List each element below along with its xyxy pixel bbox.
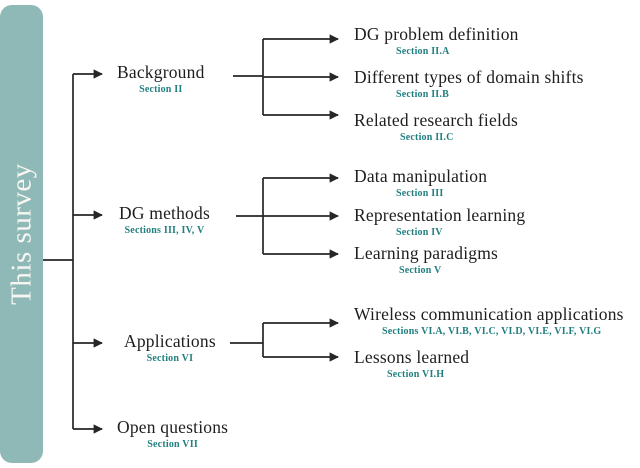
node-label: Learning paradigms — [354, 243, 499, 263]
section-ref: Section III — [396, 188, 444, 199]
node-label: Open questions — [117, 417, 229, 437]
section-ref: Section VII — [147, 439, 198, 450]
tree-node-applications: Applications Section VI — [124, 331, 216, 364]
section-ref: Section IV — [396, 227, 443, 238]
section-ref: Section V — [399, 265, 442, 276]
node-label: Lessons learned — [354, 347, 470, 367]
section-ref: Section VI — [146, 353, 194, 364]
tree-node-dg-methods: DG methods Sections III, IV, V — [119, 203, 210, 236]
section-ref: Section II — [139, 84, 183, 95]
node-label: Data manipulation — [354, 166, 488, 186]
section-ref: Section II.B — [396, 89, 449, 100]
node-label: Representation learning — [354, 205, 526, 225]
tree-node-dg-problem-definition: DG problem definition Section II.A — [354, 24, 519, 57]
section-ref: Section II.A — [396, 46, 450, 57]
node-label: Applications — [124, 331, 216, 351]
node-label: DG problem definition — [354, 24, 519, 44]
root-bar-title: This survey — [5, 163, 37, 305]
tree-node-learning-paradigms: Learning paradigms Section V — [354, 243, 498, 276]
tree-node-data-manipulation: Data manipulation Section III — [354, 166, 487, 199]
tree-node-background: Background Section II — [117, 62, 205, 95]
tree-node-domain-shifts: Different types of domain shifts Section… — [354, 67, 584, 100]
section-ref: Section II.C — [400, 132, 454, 143]
node-label: DG methods — [119, 203, 210, 223]
node-label: Different types of domain shifts — [354, 67, 584, 87]
section-ref: Sections III, IV, V — [124, 225, 205, 236]
tree-node-open-questions: Open questions Section VII — [117, 417, 228, 450]
tree-node-related-fields: Related research fields Section II.C — [354, 110, 518, 143]
node-label: Wireless communication applications — [354, 304, 624, 324]
section-ref: Section VI.H — [387, 369, 445, 380]
tree-node-representation-learning: Representation learning Section IV — [354, 205, 525, 238]
node-label: Related research fields — [354, 110, 518, 130]
root-bar: This survey — [0, 5, 43, 463]
tree-node-wireless-applications: Wireless communication applications Sect… — [354, 304, 624, 337]
node-label: Background — [117, 62, 205, 82]
tree-node-lessons-learned: Lessons learned Section VI.H — [354, 347, 469, 380]
section-ref: Sections VI.A, VI.B, VI.C, VI.D, VI.E, V… — [382, 326, 602, 337]
